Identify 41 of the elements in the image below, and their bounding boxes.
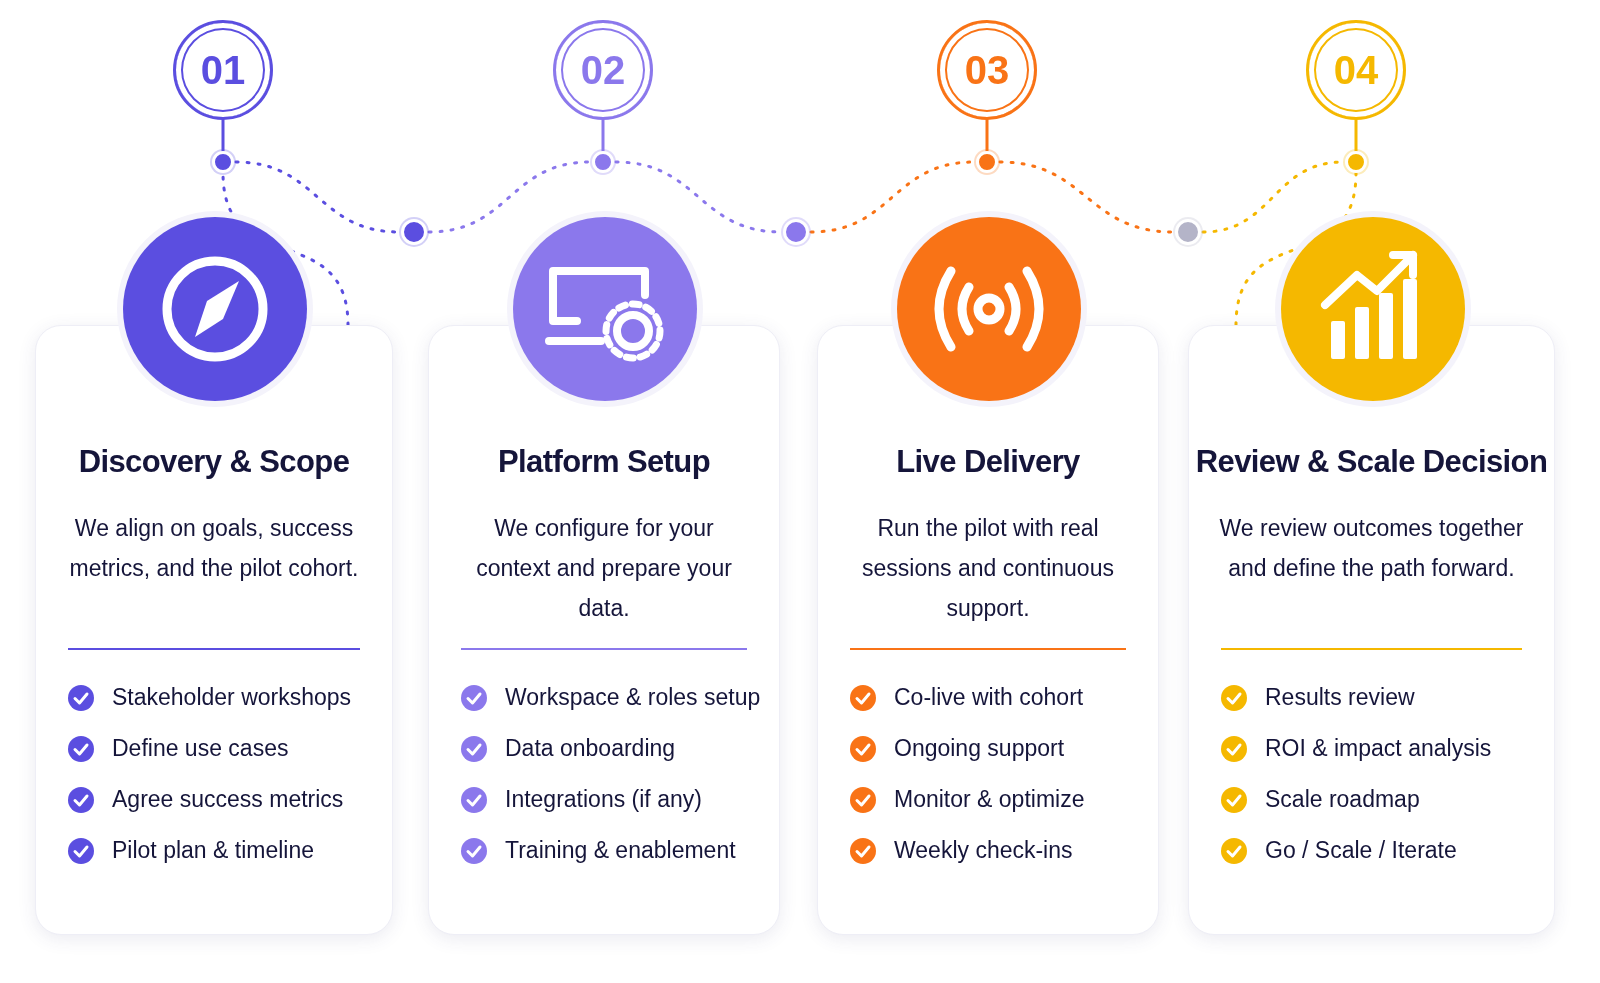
connector-line xyxy=(1354,118,1358,153)
checklist-item: Results review xyxy=(1265,684,1415,711)
checklist-item: ROI & impact analysis xyxy=(1265,735,1492,762)
checklist-item: Define use cases xyxy=(112,735,289,762)
checklist-item: Workspace & roles setup xyxy=(505,684,761,711)
connector-line xyxy=(985,118,989,153)
checklist-item: Scale roadmap xyxy=(1265,786,1420,813)
step-title: Discovery & Scope xyxy=(78,444,350,480)
checklist-item: Co-live with cohort xyxy=(894,684,1084,711)
checklist-item: Monitor & optimize xyxy=(894,786,1085,813)
step-description: We review outcomes together and define the path forward. xyxy=(1219,514,1524,583)
timeline-dot xyxy=(783,219,809,245)
timeline-dot xyxy=(1345,151,1367,173)
step-number-badge: 04 xyxy=(1306,20,1406,120)
step-description: We configure for your context and prepare your data. xyxy=(475,514,733,623)
timeline-dot xyxy=(1175,219,1201,245)
step-description: Run the pilot with real sessions and continuous support. xyxy=(861,514,1115,623)
dotted-connector xyxy=(998,160,1175,234)
checklist-item: Go / Scale / Iterate xyxy=(1265,837,1457,864)
step-number-badge: 02 xyxy=(553,20,653,120)
checklist-item: Integrations (if any) xyxy=(505,786,702,813)
checklist-item: Ongoing support xyxy=(894,735,1065,762)
connector-line xyxy=(601,118,605,153)
step-title: Review & Scale Decision xyxy=(1195,444,1548,480)
timeline-dot xyxy=(401,219,427,245)
checklist-item: Stakeholder workshops xyxy=(112,684,352,711)
checklist-item: Data onboarding xyxy=(505,735,676,762)
step-number-badge: 01 xyxy=(173,20,273,120)
checklist-item: Weekly check-ins xyxy=(894,837,1073,864)
step-number-badge: 03 xyxy=(937,20,1037,120)
step-description: We align on goals, success metrics, and the pilot cohort. xyxy=(68,514,360,583)
timeline-dot xyxy=(212,151,234,173)
timeline-dot xyxy=(592,151,614,173)
step-title: Platform Setup xyxy=(497,444,711,480)
connector-line xyxy=(221,118,225,153)
timeline-dot xyxy=(976,151,998,173)
step-title: Live Delivery xyxy=(896,444,1080,480)
checklist-item: Pilot plan & timeline xyxy=(112,837,314,864)
dotted-connector xyxy=(427,160,592,234)
checklist-item: Agree success metrics xyxy=(112,786,344,813)
checklist-item: Training & enablement xyxy=(505,837,736,864)
